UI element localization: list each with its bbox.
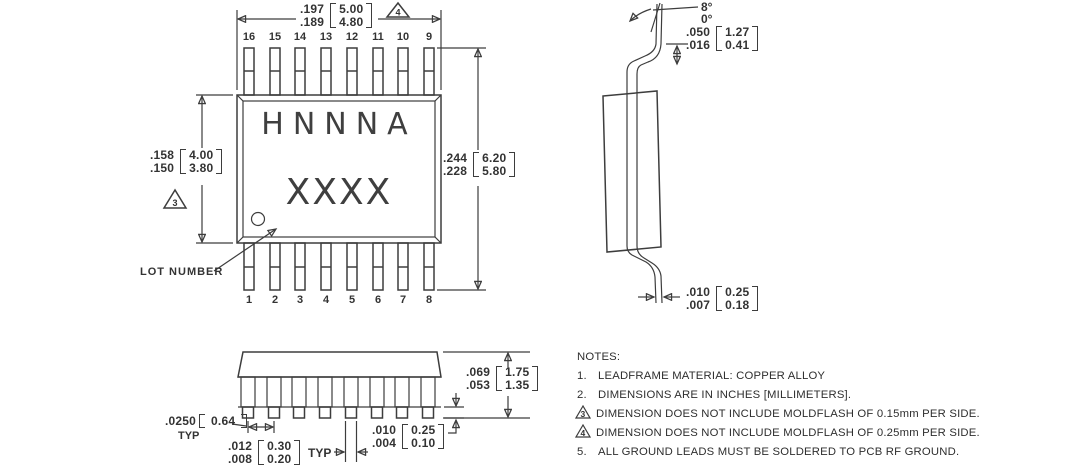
note-item-4: 4 DIMENSION DOES NOT INCLUDE MOLDFLASH O…: [574, 423, 1037, 442]
pin-number: 1: [245, 294, 253, 306]
pin-number: 9: [425, 31, 433, 43]
note-marker: 5.: [577, 445, 587, 458]
top-view: 4: [162, 1, 486, 291]
flag-triangle-width: [162, 188, 188, 209]
note-text: DIMENSIONS ARE IN INCHES [MILLIMETERS].: [598, 388, 852, 401]
dim-body-length: .197 .189 5.00 4.80: [300, 3, 373, 28]
note-flag-triangle-icon: 3: [574, 404, 592, 422]
bracket-open: [473, 152, 480, 177]
lot-number-label: LOT NUMBER: [140, 266, 224, 278]
notes-title: NOTES:: [577, 351, 621, 363]
bracket-close: [438, 424, 445, 449]
bracket-close: [752, 26, 759, 51]
dim-overall-height: .069 .053 1.75 1.35: [466, 366, 539, 391]
pin-number: 6: [374, 294, 382, 306]
dim-pitch: .0250 0.64: [162, 414, 248, 428]
note-marker: 1.: [577, 369, 587, 382]
end-view-leads: [240, 376, 436, 419]
note-item-5: 5. ALL GROUND LEADS MUST BE SOLDERED TO …: [577, 442, 1037, 461]
bracket-close: [216, 149, 223, 174]
dim-foot-height: .010 .004 0.25 0.10: [372, 424, 445, 449]
bracket-open: [180, 149, 187, 174]
bracket-close: [509, 152, 516, 177]
note-item-2: 2. DIMENSIONS ARE IN INCHES [MILLIMETERS…: [577, 385, 1037, 404]
note-marker: 2.: [577, 388, 587, 401]
dim-pitch-qualifier: TYP: [178, 430, 200, 442]
package-marking-line1: HNNNA: [261, 107, 417, 142]
flag-triangle-length: [385, 1, 411, 18]
package-body-top-view: [236, 94, 442, 244]
note-text: DIMENSION DOES NOT INCLUDE MOLDFLASH OF …: [596, 407, 980, 420]
bracket-open: [330, 3, 337, 28]
bracket-open: [716, 286, 723, 311]
lot-number-leader: [213, 229, 276, 272]
bracket-close: [294, 440, 301, 465]
pin-number: 10: [396, 31, 410, 43]
pin-number: 7: [399, 294, 407, 306]
note-text: DIMENSION DOES NOT INCLUDE MOLDFLASH OF …: [596, 426, 980, 439]
bracket-close: [241, 414, 248, 428]
package-body-end-view: [237, 351, 442, 378]
dim-body-width: .158 .150 4.00 3.80: [150, 149, 223, 174]
bracket-open: [402, 424, 409, 449]
dim-lead-span: .244 .228 6.20 5.80: [443, 152, 516, 177]
package-marking-line2: XXXX: [285, 172, 393, 213]
pin-number: 12: [345, 31, 359, 43]
note-item-1: 1. LEADFRAME MATERIAL: COPPER ALLOY: [577, 366, 1037, 385]
bracket-open: [496, 366, 503, 391]
pin-number: 11: [372, 31, 384, 43]
bracket-open: [716, 26, 723, 51]
dim-lead-width-qualifier: TYP: [308, 446, 332, 460]
pin-number: 15: [268, 31, 282, 43]
end-view: [231, 351, 530, 462]
bracket-close: [366, 3, 373, 28]
notes-block: NOTES: 1. LEADFRAME MATERIAL: COPPER ALL…: [574, 351, 1037, 461]
svg-text:4: 4: [581, 428, 586, 438]
pin-number: 13: [319, 31, 333, 43]
flag-number-width: 3: [172, 198, 177, 208]
pin-number: 4: [322, 294, 330, 306]
pin-number: 2: [271, 294, 279, 306]
note-item-3: 3 DIMENSION DOES NOT INCLUDE MOLDFLASH O…: [574, 404, 1037, 423]
bracket-open: [258, 440, 265, 465]
pin-number: 5: [348, 294, 356, 306]
pin-1-indicator-circle: [250, 211, 266, 227]
side-view: [602, 2, 699, 304]
pin-number: 8: [425, 294, 433, 306]
note-text: ALL GROUND LEADS MUST BE SOLDERED TO PCB…: [598, 445, 960, 458]
flag-number-length: 4: [395, 8, 400, 18]
lead-angle-label: 8° 0°: [701, 0, 713, 26]
pin-number: 16: [242, 31, 256, 43]
svg-text:3: 3: [581, 409, 586, 419]
lead-side-profile: [636, 3, 663, 304]
top-pins: [243, 47, 435, 96]
note-text: LEADFRAME MATERIAL: COPPER ALLOY: [598, 369, 826, 382]
dim-foot-length: .050 .016 1.27 0.41: [686, 26, 759, 51]
note-flag-triangle-icon: 4: [574, 423, 592, 441]
bracket-close: [752, 286, 759, 311]
dim-lead-width: .012 .008 0.30 0.20: [228, 440, 301, 465]
bracket-close: [532, 366, 539, 391]
lead-side-profile-inner: [626, 3, 658, 304]
dim-lead-thickness: .010 .007 0.25 0.18: [686, 286, 759, 311]
pin-number: 14: [293, 31, 307, 43]
pin-number: 3: [296, 294, 304, 306]
bracket-open: [199, 414, 206, 428]
bottom-pins: [243, 242, 435, 291]
package-body-side-view: [602, 90, 662, 253]
